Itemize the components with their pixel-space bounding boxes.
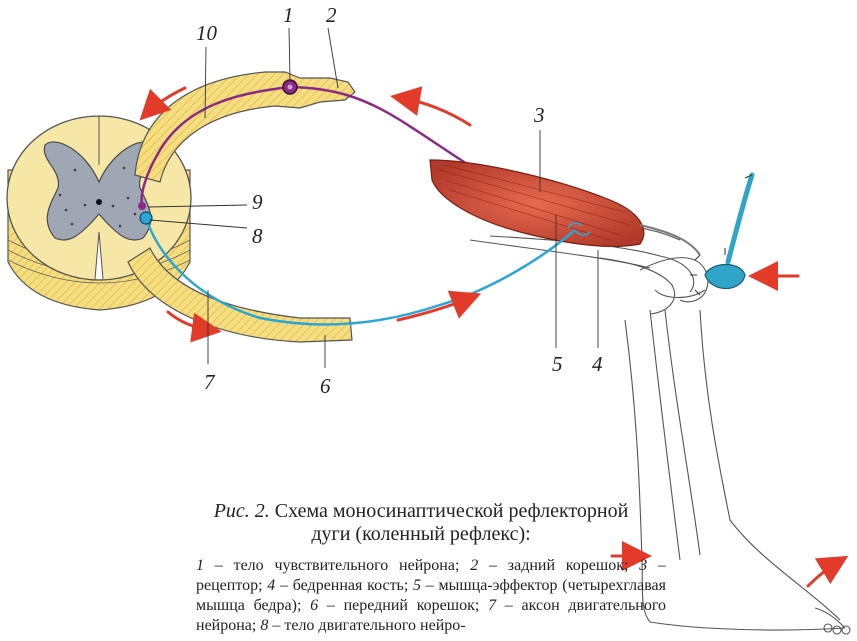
legend-item: 8 – тело двигательного нейро- xyxy=(260,617,465,634)
caption-lead: Рис. 2. xyxy=(214,500,270,522)
legend-item-text: – задний корешок; xyxy=(478,557,639,574)
arrow-foot xyxy=(808,562,838,586)
legend-item: 4 – бедренная кость; xyxy=(267,577,413,594)
quadriceps-muscle xyxy=(430,160,700,255)
legend-item: 2 – задний корешок; xyxy=(470,557,639,574)
legend-item: 6 – передний корешок; xyxy=(310,597,488,614)
legend-item-number: 5 xyxy=(413,577,421,594)
legend-item-text: – тело чувствительного нейрона; xyxy=(204,557,470,574)
label-9: 9 xyxy=(252,192,263,213)
caption-line-1: Схема моносинаптической рефлекторной xyxy=(275,500,629,522)
legend-item-text: – передний корешок; xyxy=(318,597,488,614)
label-8: 8 xyxy=(252,226,263,247)
label-3: 3 xyxy=(534,105,545,126)
legend-item-text: – бедренная кость; xyxy=(275,577,413,594)
legend-item-number: 2 xyxy=(470,557,478,574)
legend-item: 1 – тело чувствительного нейрона; xyxy=(196,557,470,574)
label-7: 7 xyxy=(204,372,215,393)
label-5: 5 xyxy=(552,354,563,375)
figure-caption: Рис. 2. Схема моносинаптической рефлекто… xyxy=(196,500,646,546)
label-4: 4 xyxy=(592,354,603,375)
label-1: 1 xyxy=(283,5,294,26)
arrow-sensory xyxy=(402,98,470,125)
label-2: 2 xyxy=(326,5,337,26)
legend-item-number: 1 xyxy=(196,557,204,574)
legend-item-text: – тело двигательного нейро- xyxy=(268,617,465,634)
motor-neuron-body xyxy=(140,212,152,224)
arrow-motor xyxy=(398,298,470,320)
legend-item-number: 3 xyxy=(639,557,647,574)
reflex-hammer xyxy=(690,175,752,295)
label-6: 6 xyxy=(320,376,331,397)
legend-item-number: 7 xyxy=(488,597,496,614)
caption-line-2: дуги (коленный рефлекс): xyxy=(196,523,646,546)
label-10: 10 xyxy=(196,23,217,44)
figure-legend: 1 – тело чувствительного нейрона; 2 – за… xyxy=(196,556,666,641)
legend-item-number: 6 xyxy=(310,597,318,614)
